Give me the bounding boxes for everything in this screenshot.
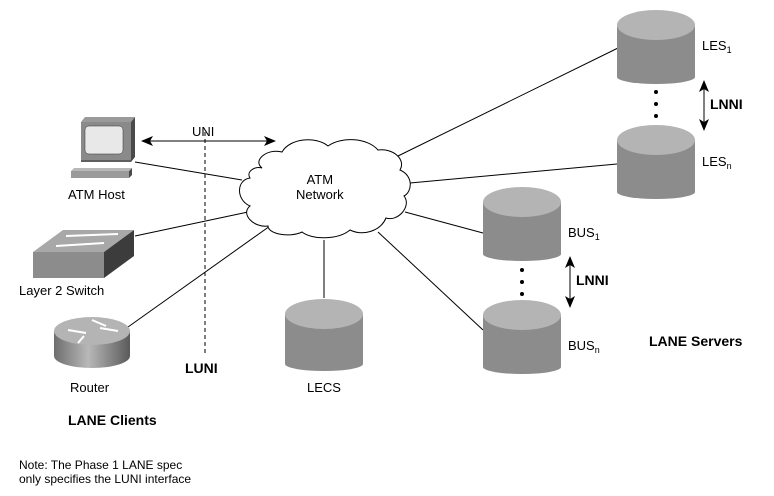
link-network-busn — [377, 231, 484, 331]
lnni-les-label: LNNI — [710, 96, 743, 112]
atm-network-label: ATM Network — [296, 172, 344, 202]
note-line2: only specifies the LUNI interface — [19, 472, 192, 486]
lesn-server-icon — [617, 125, 695, 199]
atm-network-cloud — [239, 139, 411, 239]
link-host-network — [134, 161, 243, 181]
busn-label: BUSn — [568, 338, 600, 355]
link-switch-network — [134, 211, 249, 237]
layer2-switch-label: Layer 2 Switch — [19, 283, 105, 298]
workstation-icon — [71, 117, 135, 178]
les-ellipsis-dots — [654, 90, 658, 118]
lane-servers-label: LANE Servers — [649, 333, 743, 349]
luni-label: LUNI — [185, 360, 218, 376]
link-network-lesn — [409, 163, 618, 184]
bus1-label: BUS1 — [568, 225, 600, 242]
router-icon — [54, 317, 130, 368]
atm-network-label-line1: ATM — [306, 172, 334, 187]
router-label: Router — [70, 380, 110, 395]
link-network-les1 — [397, 47, 619, 157]
bus1-server-icon — [483, 187, 561, 261]
atm-network-label-line2: Network — [296, 187, 344, 202]
switch-icon — [33, 230, 134, 278]
les1-label: LES1 — [702, 38, 732, 55]
atm-host-label: ATM Host — [68, 187, 125, 202]
lecs-label: LECS — [307, 380, 341, 395]
uni-label: UNI — [192, 124, 215, 139]
lecs-server-icon — [285, 299, 363, 371]
les1-server-icon — [617, 10, 695, 84]
note-text: Note: The Phase 1 LANE spec only specifi… — [19, 458, 191, 486]
link-network-bus1 — [404, 211, 484, 234]
lane-clients-label: LANE Clients — [68, 412, 157, 428]
bus-ellipsis-dots — [520, 268, 524, 296]
link-router-network — [127, 225, 271, 328]
lnni-bus-label: LNNI — [576, 272, 609, 288]
note-line1: Note: The Phase 1 LANE spec — [19, 458, 183, 472]
busn-server-icon — [483, 300, 561, 374]
lesn-label: LESn — [702, 154, 732, 171]
